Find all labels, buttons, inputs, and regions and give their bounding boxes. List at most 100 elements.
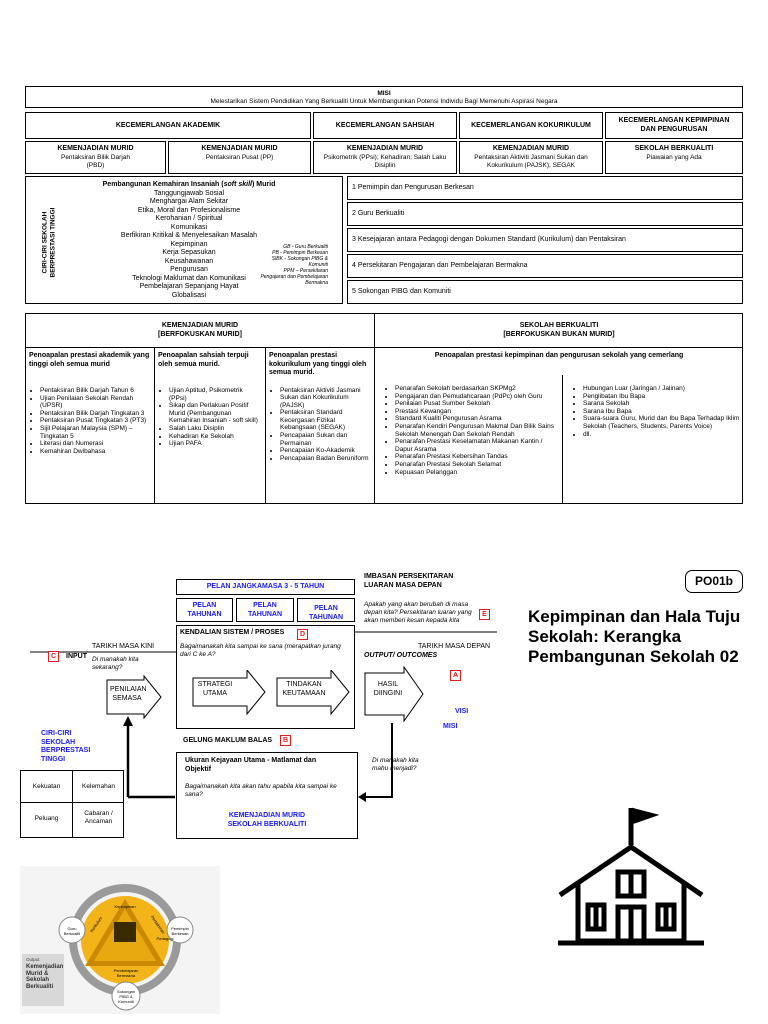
ciri-numbered-item: 2 Guru Berkualiti	[347, 202, 743, 226]
legend-item: PB - Pemimpin Berkesan	[272, 250, 328, 256]
legend-item: PPM – Persekitaran Pengajaran dan Pembel…	[260, 268, 328, 286]
focus-col-akademik: Penoapalan prestasi akademik yang tinggi…	[26, 348, 155, 504]
bullet-item: Ujian Penilaian Sekolah Rendah (UPSR)	[40, 395, 151, 410]
bullet-item: Pentaksiran Standard Kecergasan Fizikal …	[280, 409, 371, 432]
bullet-item: Sarana Ibu Bapa	[583, 408, 741, 416]
tarikh-masa-kini: TARIKH MASA KINI	[92, 643, 155, 650]
swot-grid: Kekuatan Kelemahan Peluang Cabaran / Anc…	[20, 770, 124, 838]
ciri-item: Kepimpinan	[170, 240, 208, 248]
subarea-sekolah: SEKOLAH BERKUALITI Piawaian yang Ada	[605, 141, 743, 174]
bullet-item: Kehadiran Ke Sekolah	[169, 433, 262, 441]
focus-sekolah-header: SEKOLAH BERKUALITI [BERFOKUSKAN BUKAN MU…	[375, 314, 743, 348]
ciri-numbered-item: 4 Persekitaran Pengajaran dan Pembelajar…	[347, 254, 743, 278]
imbasan-heading: IMBASAN PERSEKITARAN LUARAN MASA DEPAN	[364, 573, 454, 589]
cycle-output-text: Kemenjadian Murid & Sekolah Berkualiti	[26, 964, 64, 990]
ciri-heading: Pembangunan Kemahiran Insaniah (soft ski…	[102, 181, 276, 188]
swot-kekuatan: Kekuatan	[32, 783, 61, 790]
ciri-item: Teknologi Maklumat dan Komunikasi	[132, 274, 246, 282]
swot-kelemahan: Kelemahan	[82, 783, 115, 790]
ciri-blue-label: CIRI-CIRI SEKOLAH BERPRESTASI TINGGI	[41, 730, 91, 763]
bullet-item: Pencapaian Ko-Akademik	[280, 447, 371, 455]
area-kepimpinan: KECEMERLANGAN KEPIMPINAN DAN PENGURUSAN	[605, 112, 743, 139]
gelung-label: GELUNG MAKLUM BALAS	[183, 737, 273, 744]
ciri-item: Tanggungjawab Sosial	[153, 189, 225, 197]
side-title: Kepimpinan dan Hala Tuju Sekolah: Kerang…	[528, 607, 741, 666]
focus-col-kepimpinan: Penoapalan prestasi kepimpinan dan pengu…	[375, 348, 743, 504]
area-kokurikulum: KECEMERLANGAN KOKURIKULUM	[459, 112, 603, 139]
penilaian-arrow	[106, 675, 162, 719]
ukuran-box: Ukuran Kejayaan Utama - Matlamat dan Obj…	[176, 752, 358, 839]
kendalian-box: KENDALIAN SISTEM / PROSES D Bagaimanakah…	[176, 625, 355, 729]
kemenjadian-sekolah: KEMENJADIAN MURID SEKOLAH BERKUALITI	[227, 812, 307, 828]
subarea-pp: KEMENJADIAN MURID Pentaksiran Pusat (PP)	[168, 141, 311, 174]
ciri-item: Pembelajaran Sepanjang Hayat	[139, 283, 239, 290]
focus-table: KEMENJADIAN MURID [BERFOKUSKAN MURID] SE…	[25, 313, 743, 504]
imbasan-question: Apakah yang akan berubah di masa depan k…	[364, 601, 472, 624]
ciri-numbered-item: 5 Sokongan PIBG dan Komuniti	[347, 280, 743, 304]
subarea-pajsk: KEMENJADIAN MURID Pentaksiran Aktiviti J…	[459, 141, 603, 174]
ciri-item: Komunikasi	[170, 223, 208, 231]
bullet-item: Sarana Sekolah	[583, 400, 741, 408]
cycle-shapes	[22, 884, 194, 1011]
cycle-center-kepimpinan: Kepimpinan	[114, 904, 136, 909]
pelan-tahunan-1: PELAN TAHUNAN	[176, 598, 233, 622]
ukuran-question: Bagaimanakah kita akan tahu apabila kita…	[185, 783, 337, 798]
bullet-item: dll.	[583, 431, 741, 439]
misi-title: MISI	[377, 90, 391, 97]
bullet-item: Sijil Pelajaran Malaysia (SPM) – Tingkat…	[40, 425, 151, 440]
subarea-pbd: KEMENJADIAN MURID Pentaksiran Bilik Darj…	[25, 141, 166, 174]
bullet-item: Penarafan Sekolah berdasarkan SKPMg2	[395, 385, 559, 393]
bullet-item: Penglibatan Ibu Bapa	[583, 393, 741, 401]
process-arrows	[192, 670, 350, 716]
subarea-psikometrik: KEMENJADIAN MURID Psikometrik (PPsi); Ke…	[313, 141, 457, 174]
bullet-item: Salah Laku Disiplin	[169, 425, 262, 433]
strategi-utama: STRATEGI UTAMA	[197, 681, 233, 697]
tindakan-keutamaan: TINDAKAN KEUTAMAAN	[282, 681, 326, 697]
input-label: INPUT	[66, 653, 87, 660]
kendalian-heading: KENDALIAN SISTEM / PROSES	[180, 629, 285, 636]
bullet-item: Kepuasan Pelanggan	[395, 469, 559, 477]
bullet-item: Prestasi Kewangan	[395, 408, 559, 416]
bullet-item: Hubungan Luar (Jaringan / Jalinan)	[583, 385, 741, 393]
bullet-item: Pencapaian Badan Beruniform	[280, 455, 371, 463]
bullet-item: Penarafan Prestasi Kebersihan Tandas	[395, 453, 559, 461]
area-sahsiah: KECEMERLANGAN SAHSIAH	[313, 112, 457, 139]
ukuran-heading: Ukuran Kejayaan Utama - Matlamat dan Obj…	[185, 757, 317, 773]
bullet-item: Ujian Aptitud, Psikometrik (PPsi)	[169, 387, 262, 402]
bullet-item: Ujian PAFA	[169, 440, 262, 448]
bullet-item: Standard Kualiti Pengurusan Asrama	[395, 415, 559, 423]
penilaian-semasa: PENILAIAN SEMASA	[110, 686, 147, 702]
bullet-item: Pentaksiran Pusat Tingkatan 3 (PT3)	[40, 417, 151, 425]
swot-cabaran: Cabaran / Ancaman	[84, 810, 113, 825]
tag-a: A	[450, 670, 461, 681]
manakah-question: Di manakah kita mahu menjadi?	[372, 757, 419, 772]
po-code-badge: PO01b	[685, 570, 743, 593]
tag-c: C	[48, 651, 59, 662]
ciri-item: Etika, Moral dan Profesionalisme	[137, 206, 241, 214]
cycle-output-label: Output	[26, 957, 40, 962]
misi-text: Melestarikan Sistem Pendidikan Yang Berk…	[210, 98, 558, 105]
ciri-list: Pembangunan Kemahiran Insaniah (soft ski…	[84, 181, 294, 300]
cycle-outer-pembelajaran: Pembelajaran Bermakna	[113, 968, 139, 978]
bullet-item: Pentaksiran Bilik Darjah Tingkatan 3	[40, 410, 151, 418]
ciri-side-label: CIRI-CIRI SEKOLAH BERPRESTASI TINGGI	[41, 207, 57, 278]
misi-box: MISI Melestarikan Sistem Pendidikan Yang…	[25, 86, 743, 108]
pelan-jangkamasa: PELAN JANGKAMASA 3 - 5 TAHUN	[176, 579, 355, 595]
tag-e: E	[479, 609, 490, 620]
ciri-item: Globalisasi	[171, 291, 207, 299]
hasil-diingini: HASIL DIINGINI	[373, 681, 403, 697]
legend-item: GB - Guru Berkualiti	[283, 244, 328, 250]
pelan-tahunan-3: PELAN TAHUNAN	[297, 598, 355, 622]
area-akademik: KECEMERLANGAN AKADEMIK	[25, 112, 311, 139]
bullet-item: Pengajaran dan Pemudahcaraan (PdPc) oleh…	[395, 393, 559, 401]
cycle-outer-guru: Guru Berkualiti	[63, 926, 81, 936]
tag-b: B	[280, 735, 291, 746]
focus-col-sahsiah: Penoapalan sahsiah terpuji oleh semua mu…	[155, 348, 266, 504]
cycle-outer-pemimpin: Pemimpin Berkesan	[171, 926, 189, 936]
cycle-center-pedagogi: Pedagogi	[156, 936, 174, 941]
misi-label: MISI	[443, 723, 458, 730]
ciri-item: Keusahawanan	[164, 257, 214, 265]
ciri-box: CIRI-CIRI SEKOLAH BERPRESTASI TINGGI Pem…	[25, 176, 343, 304]
cycle-diagram: Kepimpinan Kurikulum Pentaksiran Pedagog…	[20, 866, 220, 1014]
